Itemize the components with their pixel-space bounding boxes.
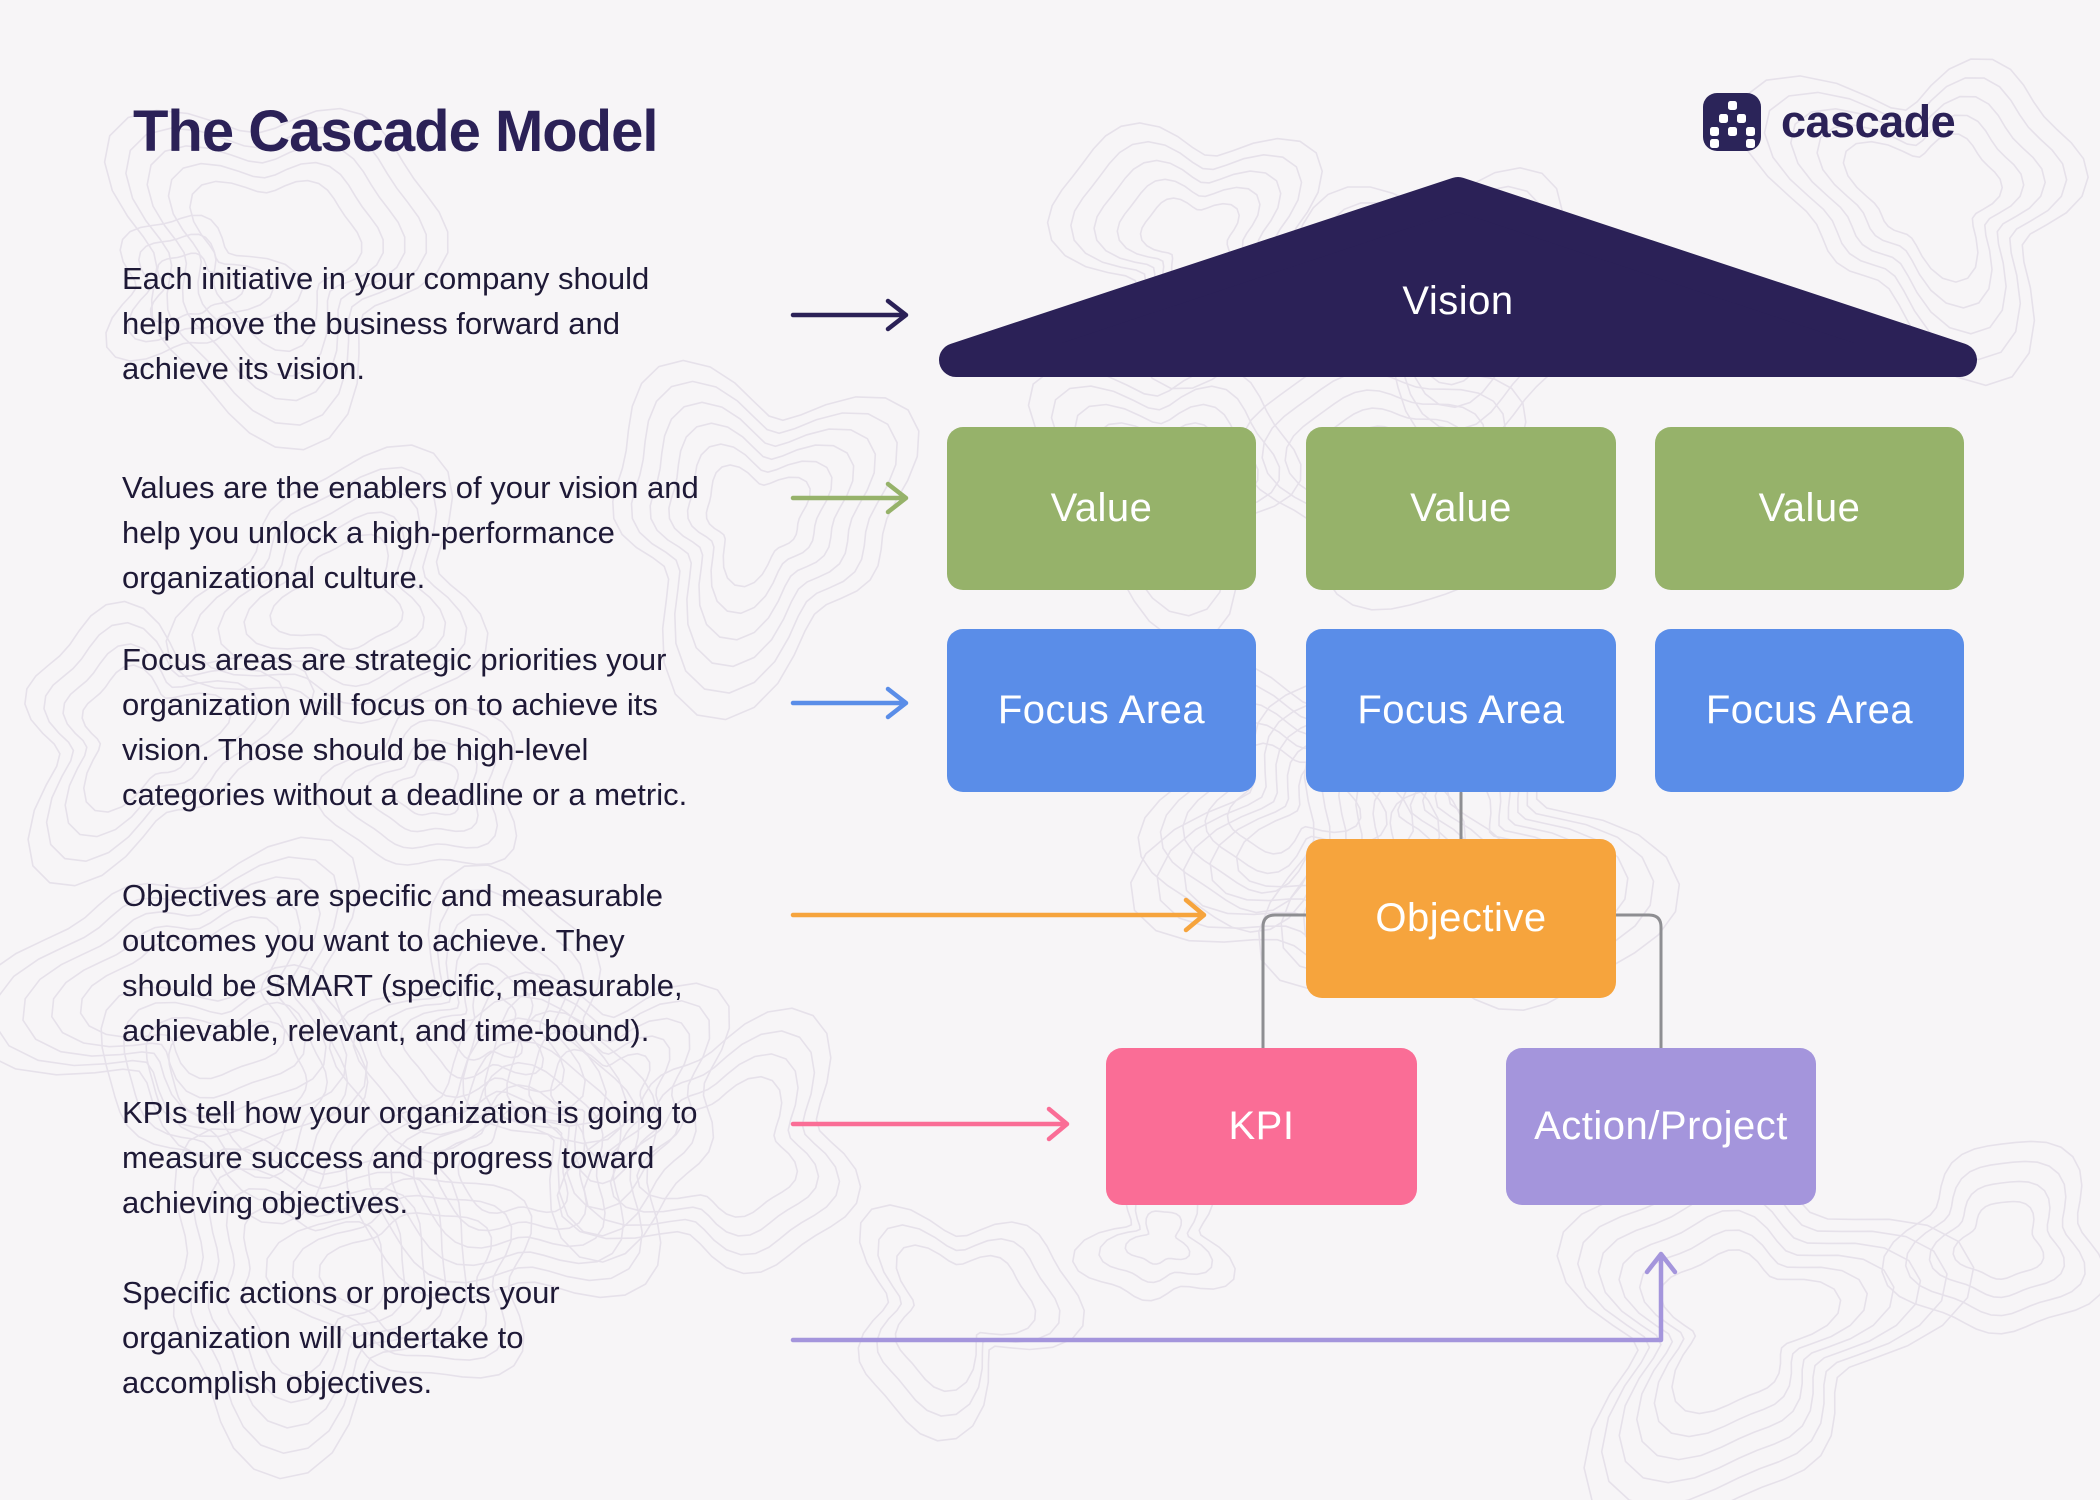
focus-area-box-label: Focus Area: [1705, 688, 1914, 732]
kpi-box: KPI: [1106, 1048, 1417, 1205]
value-box-label: Value: [1410, 486, 1512, 530]
brand-wordmark: cascade: [1781, 96, 1956, 147]
focus-area-box: Focus Area: [1306, 629, 1616, 792]
action-project-box: Action/Project: [1506, 1048, 1816, 1205]
focus-area-box-label: Focus Area: [1357, 688, 1565, 732]
value-box: Value: [947, 427, 1256, 590]
kpi-box-label: KPI: [1228, 1104, 1295, 1148]
focus-area-box: Focus Area: [947, 629, 1256, 792]
focus-area-box-label: Focus Area: [997, 688, 1206, 732]
value-box-label: Value: [1050, 486, 1153, 530]
page-title: The Cascade Model: [133, 99, 658, 164]
vision-label: Vision: [1402, 279, 1514, 323]
objective-box-label: Objective: [1375, 896, 1547, 940]
objective-box: Objective: [1306, 839, 1616, 998]
annotation-vision: Each initiative in your company should h…: [122, 261, 650, 386]
value-box-label: Value: [1758, 486, 1861, 530]
annotation-actions: Specific actions or projects your organi…: [122, 1275, 560, 1400]
value-box: Value: [1655, 427, 1964, 590]
cascade-logo-icon: [1703, 93, 1761, 151]
annotation-kpis: KPIs tell how your organization is going…: [122, 1095, 698, 1220]
annotation-focus-areas: Focus areas are strategic priorities you…: [122, 642, 688, 812]
brand-logo: cascade: [1703, 93, 1956, 151]
value-box: Value: [1306, 427, 1616, 590]
focus-area-box: Focus Area: [1655, 629, 1964, 792]
action-project-box-label: Action/Project: [1534, 1104, 1788, 1148]
annotation-objectives: Objectives are specific and measurable o…: [122, 878, 683, 1048]
annotation-values: Values are the enablers of your vision a…: [122, 470, 699, 595]
